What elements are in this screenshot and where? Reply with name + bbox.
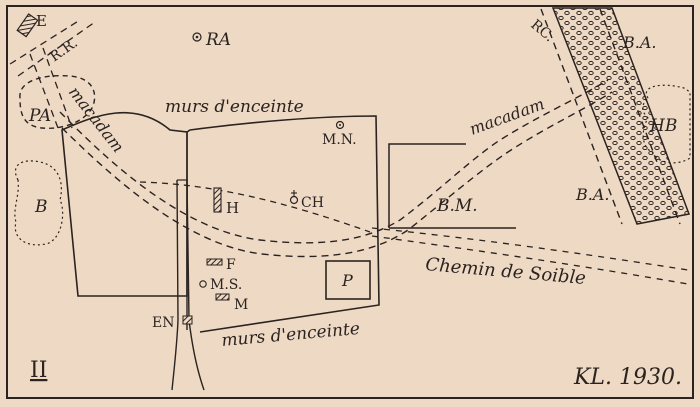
building-p-outline	[325, 260, 371, 300]
label-f: F	[226, 257, 236, 273]
gate-en-symbol	[182, 315, 193, 325]
road-rr-line-1	[9, 19, 81, 65]
plate-number: II	[30, 358, 47, 383]
label-hb: HB	[649, 116, 677, 136]
road-rc-line-1	[540, 8, 623, 225]
road-rr-spur-2	[42, 47, 73, 129]
enclosure-wall-right	[186, 115, 380, 333]
label-ms: M.S.	[210, 277, 242, 293]
road-rr-line-2	[17, 21, 96, 77]
ch-marker	[289, 190, 299, 205]
enclosure-wall-left	[61, 111, 188, 297]
building-m-symbol	[215, 293, 230, 301]
mn-marker	[335, 120, 345, 130]
label-mn: M.N.	[322, 132, 357, 148]
stone-track	[551, 7, 691, 225]
label-h: H	[226, 199, 239, 217]
label-murs-top: murs d'enceinte	[165, 97, 304, 117]
ms-marker	[199, 280, 207, 288]
building-f-symbol	[206, 258, 223, 266]
label-pa: PA	[28, 106, 51, 126]
ra-marker	[192, 32, 202, 42]
label-b: B	[34, 197, 48, 217]
macadam-road-line-2	[61, 91, 613, 258]
label-ch: CH	[301, 195, 324, 211]
label-m: M	[234, 297, 248, 313]
label-ba-top: B.A.	[622, 33, 656, 52]
chemin-de-soible-line-2	[371, 227, 689, 271]
area-pa-outline	[19, 74, 96, 129]
label-e: E	[36, 12, 47, 30]
label-ba-right: B.A.	[575, 185, 609, 204]
road-en-line-1	[171, 179, 179, 391]
building-h-symbol	[213, 187, 222, 213]
inner-path	[139, 181, 371, 233]
label-bm: B.M.	[436, 196, 478, 216]
label-en: EN	[152, 315, 174, 331]
road-rc-line-2	[599, 8, 681, 225]
building-bm-outline	[388, 143, 466, 228]
label-ra: RA	[205, 30, 231, 50]
building-e-symbol	[16, 13, 39, 38]
area-hb-outline	[642, 84, 691, 164]
signature: KL. 1930.	[573, 365, 682, 390]
macadam-road-line-1	[59, 79, 609, 244]
road-rr-spur-1	[29, 53, 59, 129]
chemin-de-soible-line-1	[371, 235, 689, 285]
label-p: P	[341, 271, 353, 290]
